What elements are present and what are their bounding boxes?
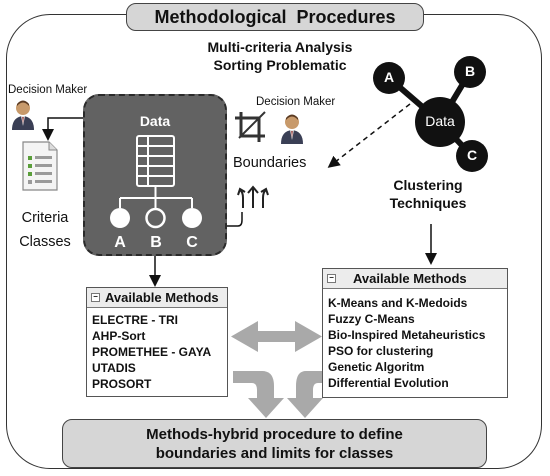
network-node-c: C <box>466 147 478 163</box>
data-leaf-a: A <box>114 234 126 251</box>
left-methods-list: ELECTRE - TRI AHP-Sort PROMETHEE - GAYA … <box>87 308 227 392</box>
list-item: PSO for clustering <box>328 344 434 358</box>
clustering-label: Clustering Techniques <box>368 176 488 212</box>
clustering-line-2: Techniques <box>389 195 467 211</box>
subtitle: Multi-criteria Analysis Sorting Problema… <box>170 38 390 74</box>
list-item: K-Means and K-Medoids <box>328 296 468 310</box>
list-item: UTADIS <box>92 361 136 375</box>
list-item: Differential Evolution <box>328 376 449 390</box>
list-item: Fuzzy C-Means <box>328 312 415 326</box>
left-methods-header-label: Available Methods <box>105 290 219 305</box>
list-item: Bio-Inspired Metaheuristics <box>328 328 486 342</box>
criteria-classes-label: Criteria Classes <box>10 206 80 254</box>
bottom-procedure-box: Methods-hybrid procedure to define bound… <box>62 419 487 468</box>
list-item: Genetic Algoritm <box>328 360 425 374</box>
list-item: PROMETHEE - GAYA <box>92 345 212 359</box>
subtitle-line-1: Multi-criteria Analysis <box>207 39 353 55</box>
left-methods-panel: − Available Methods ELECTRE - TRI AHP-So… <box>86 287 228 397</box>
left-methods-header[interactable]: − Available Methods <box>87 288 227 308</box>
list-item: PROSORT <box>92 377 152 391</box>
left-decision-maker-label: Decision Maker <box>8 84 88 96</box>
clustering-line-1: Clustering <box>393 177 463 193</box>
list-item: AHP-Sort <box>92 329 146 343</box>
network-node-a: A <box>383 69 395 85</box>
page-title-text: Methodological Procedures <box>154 6 396 27</box>
data-leaf-b: B <box>150 234 162 251</box>
data-leaf-c: C <box>186 234 198 251</box>
bottom-line-2: boundaries and limits for classes <box>155 444 394 462</box>
data-box-title: Data <box>139 113 171 129</box>
collapse-icon[interactable]: − <box>327 274 336 283</box>
network-center-label: Data <box>425 113 455 129</box>
right-methods-list: K-Means and K-Medoids Fuzzy C-Means Bio-… <box>323 289 507 391</box>
network-node-b: B <box>464 63 476 79</box>
classes-label: Classes <box>19 234 71 250</box>
boundaries-label: Boundaries <box>233 155 307 171</box>
page-title: Methodological Procedures <box>126 3 424 31</box>
right-methods-header[interactable]: − Available Methods <box>323 269 507 289</box>
right-methods-panel: − Available Methods K-Means and K-Medoid… <box>322 268 508 398</box>
right-methods-header-label: Available Methods <box>353 271 467 286</box>
list-item: ELECTRE - TRI <box>92 313 178 327</box>
right-decision-maker-label: Decision Maker <box>256 96 336 108</box>
bottom-line-1: Methods-hybrid procedure to define <box>146 425 403 443</box>
subtitle-line-2: Sorting Problematic <box>213 57 347 73</box>
collapse-icon[interactable]: − <box>91 293 100 302</box>
criteria-label: Criteria <box>21 210 69 226</box>
